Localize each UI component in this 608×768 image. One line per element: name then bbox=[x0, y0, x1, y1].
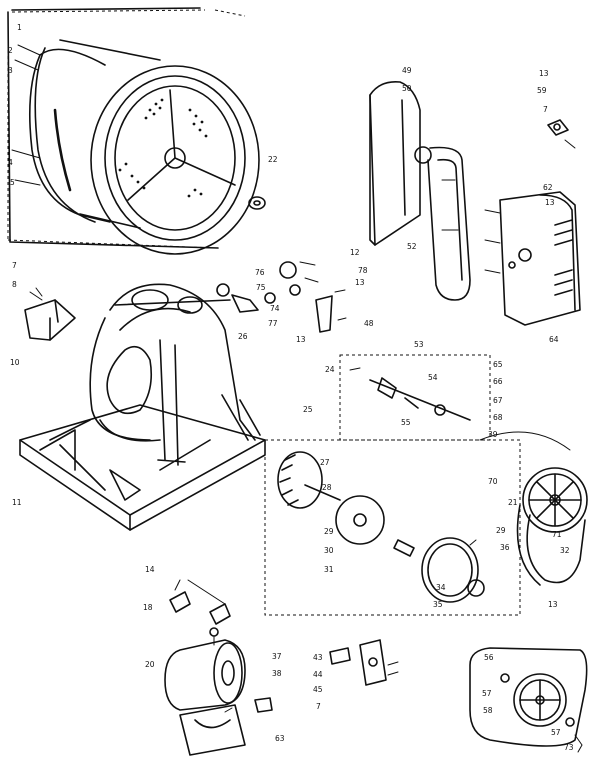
label-13e: 13 bbox=[548, 600, 558, 609]
label-55: 55 bbox=[401, 418, 411, 427]
label-5: 5 bbox=[10, 178, 15, 187]
label-13a: 13 bbox=[539, 69, 549, 78]
label-57b: 57 bbox=[551, 728, 561, 737]
callout-labels: 1 2 3 4 5 7 8 10 11 12 13 13 13 13 13 14… bbox=[8, 23, 574, 752]
label-3: 3 bbox=[8, 66, 13, 75]
part-59 bbox=[547, 119, 576, 149]
label-70: 70 bbox=[488, 477, 498, 486]
label-43: 43 bbox=[313, 653, 323, 662]
label-32: 32 bbox=[560, 546, 570, 555]
idler-parts bbox=[216, 261, 347, 333]
label-71: 71 bbox=[552, 530, 562, 539]
label-29b: 29 bbox=[496, 526, 506, 535]
label-77: 77 bbox=[268, 319, 278, 328]
label-31: 31 bbox=[324, 565, 334, 574]
label-13d: 13 bbox=[296, 335, 306, 344]
label-68: 68 bbox=[493, 413, 503, 422]
label-75: 75 bbox=[256, 283, 266, 292]
label-13b: 13 bbox=[545, 198, 555, 207]
motor-clips bbox=[169, 579, 231, 625]
label-18: 18 bbox=[143, 603, 153, 612]
label-22: 22 bbox=[268, 155, 278, 164]
label-73: 73 bbox=[564, 743, 574, 752]
label-66: 66 bbox=[493, 377, 503, 386]
label-78: 78 bbox=[358, 266, 368, 275]
label-48: 48 bbox=[364, 319, 374, 328]
label-7a: 7 bbox=[12, 261, 17, 270]
blower-fan bbox=[277, 451, 341, 509]
label-7b: 7 bbox=[316, 702, 321, 711]
label-38: 38 bbox=[272, 669, 282, 678]
label-63: 63 bbox=[275, 734, 285, 743]
label-34: 34 bbox=[436, 583, 446, 592]
base-frame bbox=[19, 394, 266, 531]
label-29a: 29 bbox=[324, 527, 334, 536]
label-74: 74 bbox=[270, 304, 280, 313]
blower-assembly-box bbox=[264, 439, 521, 616]
label-30: 30 bbox=[324, 546, 334, 555]
label-10: 10 bbox=[10, 358, 20, 367]
label-11: 11 bbox=[12, 498, 22, 507]
label-57a: 57 bbox=[482, 689, 492, 698]
rear-bulkhead bbox=[89, 283, 256, 466]
label-49: 49 bbox=[402, 66, 412, 75]
label-59: 59 bbox=[537, 86, 547, 95]
label-20: 20 bbox=[145, 660, 155, 669]
label-28: 28 bbox=[322, 483, 332, 492]
label-14: 14 bbox=[145, 565, 155, 574]
label-58: 58 bbox=[483, 706, 493, 715]
label-37: 37 bbox=[272, 652, 282, 661]
drive-motor bbox=[164, 627, 273, 713]
label-56: 56 bbox=[484, 653, 494, 662]
label-36: 36 bbox=[500, 543, 510, 552]
lint-filter bbox=[24, 287, 76, 341]
label-21: 21 bbox=[508, 498, 518, 507]
part-22 bbox=[248, 196, 266, 210]
drive-pulley bbox=[479, 431, 588, 586]
label-65: 65 bbox=[493, 360, 503, 369]
label-4: 4 bbox=[8, 158, 13, 167]
label-7c: 7 bbox=[543, 105, 548, 114]
label-52: 52 bbox=[407, 242, 417, 251]
switch-bracket bbox=[329, 639, 399, 686]
label-50: 50 bbox=[402, 84, 412, 93]
label-1: 1 bbox=[17, 23, 22, 32]
shaft-assembly-box bbox=[339, 354, 491, 441]
control-panel bbox=[484, 191, 581, 326]
label-12: 12 bbox=[350, 248, 360, 257]
label-2: 2 bbox=[8, 46, 13, 55]
label-24: 24 bbox=[325, 365, 335, 374]
label-64: 64 bbox=[549, 335, 559, 344]
label-67: 67 bbox=[493, 396, 503, 405]
drum-assembly-inset bbox=[7, 7, 260, 255]
drum bbox=[11, 39, 260, 255]
label-53: 53 bbox=[414, 340, 424, 349]
idler-pulley bbox=[469, 647, 588, 753]
label-26: 26 bbox=[238, 332, 248, 341]
label-27: 27 bbox=[320, 458, 330, 467]
label-54: 54 bbox=[428, 373, 438, 382]
label-45: 45 bbox=[313, 685, 323, 694]
label-39: 39 bbox=[488, 430, 498, 439]
label-25: 25 bbox=[303, 405, 313, 414]
label-76a: 76 bbox=[255, 268, 265, 277]
motor-mount bbox=[179, 704, 246, 756]
label-62: 62 bbox=[543, 183, 553, 192]
label-8: 8 bbox=[12, 280, 17, 289]
label-44: 44 bbox=[313, 670, 323, 679]
label-13c: 13 bbox=[355, 278, 365, 287]
front-panel-group bbox=[369, 80, 471, 301]
label-35: 35 bbox=[433, 600, 443, 609]
